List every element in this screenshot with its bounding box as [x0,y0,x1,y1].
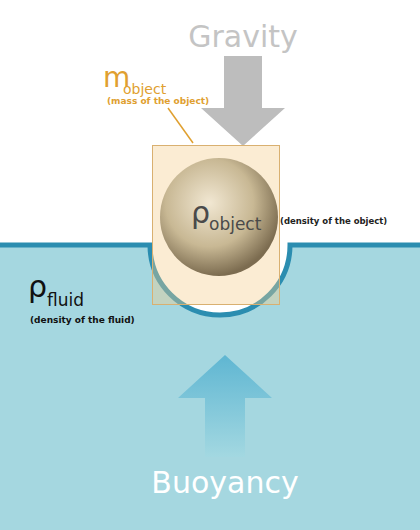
density-note: (density of the object) [280,217,387,226]
density-subscript: object [209,216,261,233]
mass-box: mobject(mass of the object)ρobject(densi… [152,145,280,305]
buoyancy-arrow [178,355,272,457]
object-ball: ρobject(density of the object) [159,156,279,278]
gravity-arrow [201,56,285,146]
gravity-label: Gravity [188,22,298,52]
fluid-density-symbol: ρ [28,272,47,302]
buoyancy-label: Buoyancy [151,468,298,498]
mass-note: (mass of the object) [107,97,209,106]
density-symbol: ρ [191,198,210,228]
fluid-density-note: (density of the fluid) [30,316,135,325]
fluid-density-subscript: fluid [47,292,84,309]
mass-leader-line [168,108,193,143]
mass-subscript: object [123,82,166,96]
